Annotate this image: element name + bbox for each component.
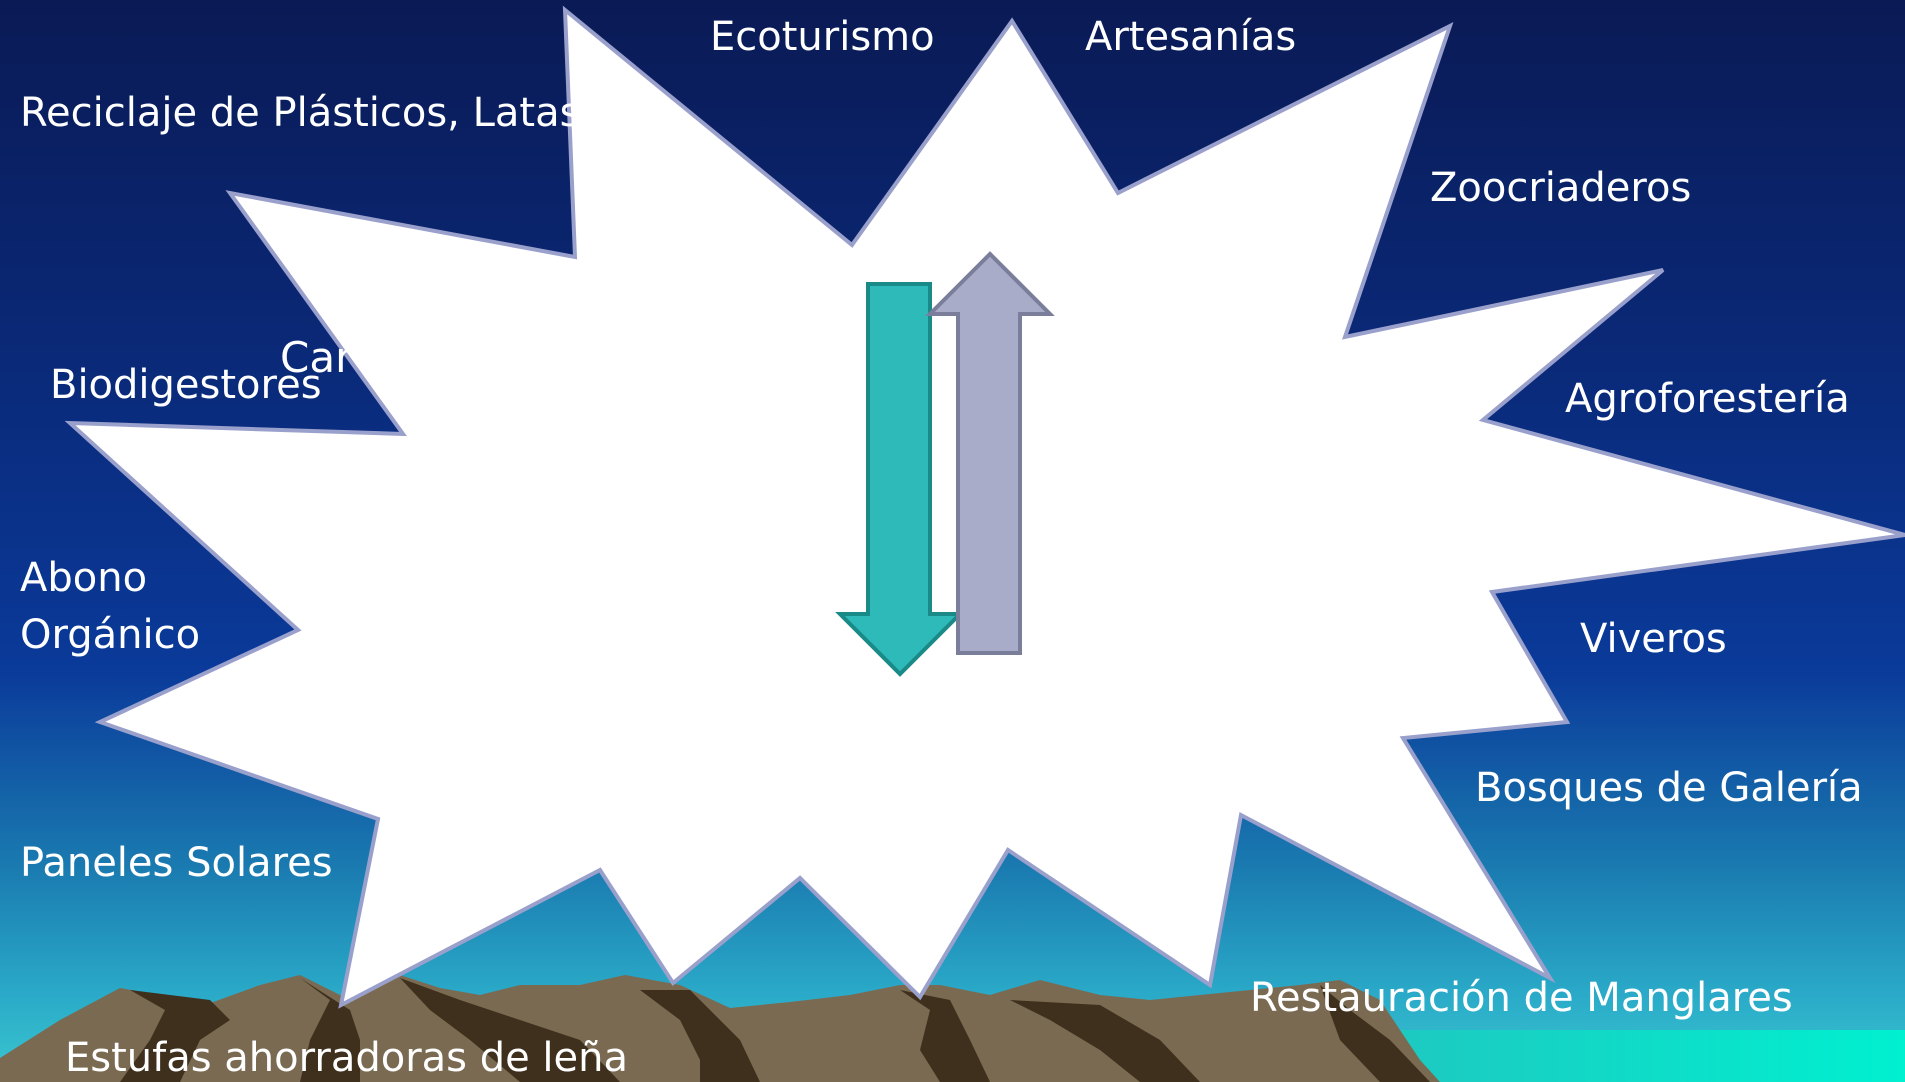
arrow-up-icon xyxy=(925,251,1055,655)
label-paneles-solares: Paneles Solares xyxy=(20,840,333,886)
label-agroforesteria: Agroforestería xyxy=(1565,376,1850,422)
label-abono-organico: Abono Orgánico xyxy=(20,555,201,658)
label-hidden-partial: Car xyxy=(280,333,353,382)
label-bosques-de-galeria: Bosques de Galería xyxy=(1475,765,1863,811)
label-reciclaje: Reciclaje de Plásticos, Latas xyxy=(20,90,581,136)
mountain-shadow xyxy=(900,990,990,1082)
label-artesanias: Artesanías xyxy=(1085,14,1297,60)
label-viveros: Viveros xyxy=(1580,616,1727,662)
label-zoocriaderos: Zoocriaderos xyxy=(1430,165,1692,211)
mountain-range xyxy=(0,975,1440,1082)
arrow-down-icon xyxy=(835,282,965,677)
label-estufas: Estufas ahorradoras de leña xyxy=(65,1035,629,1081)
label-biodigestores: Biodigestores xyxy=(50,362,322,408)
mountain-shadow xyxy=(640,990,760,1082)
mountain-shadow xyxy=(400,978,620,1082)
label-restauracion-manglares: Restauración de Manglares xyxy=(1250,975,1793,1021)
label-ecoturismo: Ecoturismo xyxy=(710,14,935,60)
mountain-shadow xyxy=(1010,1000,1200,1082)
mountain-shadow xyxy=(1320,985,1430,1082)
mountain-shadow xyxy=(120,990,230,1082)
mountain-shadow xyxy=(300,978,360,1082)
sea-strip xyxy=(1385,1030,1905,1082)
